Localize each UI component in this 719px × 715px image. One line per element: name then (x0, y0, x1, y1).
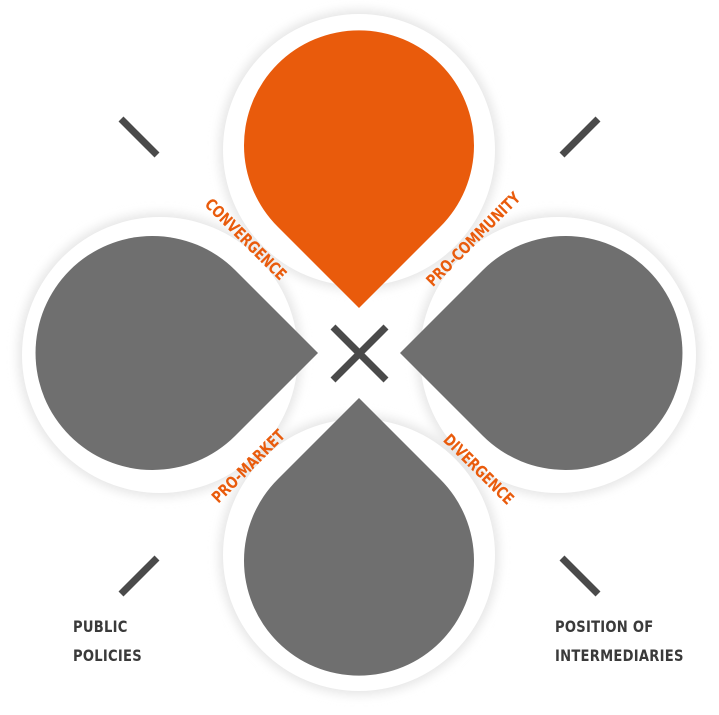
corner-label-line: PUBLIC (73, 617, 128, 636)
corner-label-line: POSITION OF (555, 617, 654, 636)
petal-left[interactable] (35, 236, 318, 470)
tick-top-left (118, 116, 160, 158)
corner-label-public-policies: PUBLIC POLICIES (73, 612, 142, 670)
corner-label-line: POLICIES (73, 646, 142, 665)
tick-bottom-left (118, 555, 160, 597)
tick-bottom-right (559, 555, 601, 597)
diagonal-ticks (118, 116, 601, 597)
petal-right[interactable] (400, 236, 683, 471)
petal-top-highlighted[interactable] (243, 30, 474, 309)
center-cross-icon (330, 324, 389, 383)
corner-label-position-of-intermediaries: POSITION OF INTERMEDIARIES (555, 612, 684, 670)
corner-label-line: INTERMEDIARIES (555, 646, 684, 665)
petal-bottom[interactable] (243, 398, 474, 676)
tick-top-right (559, 116, 601, 158)
